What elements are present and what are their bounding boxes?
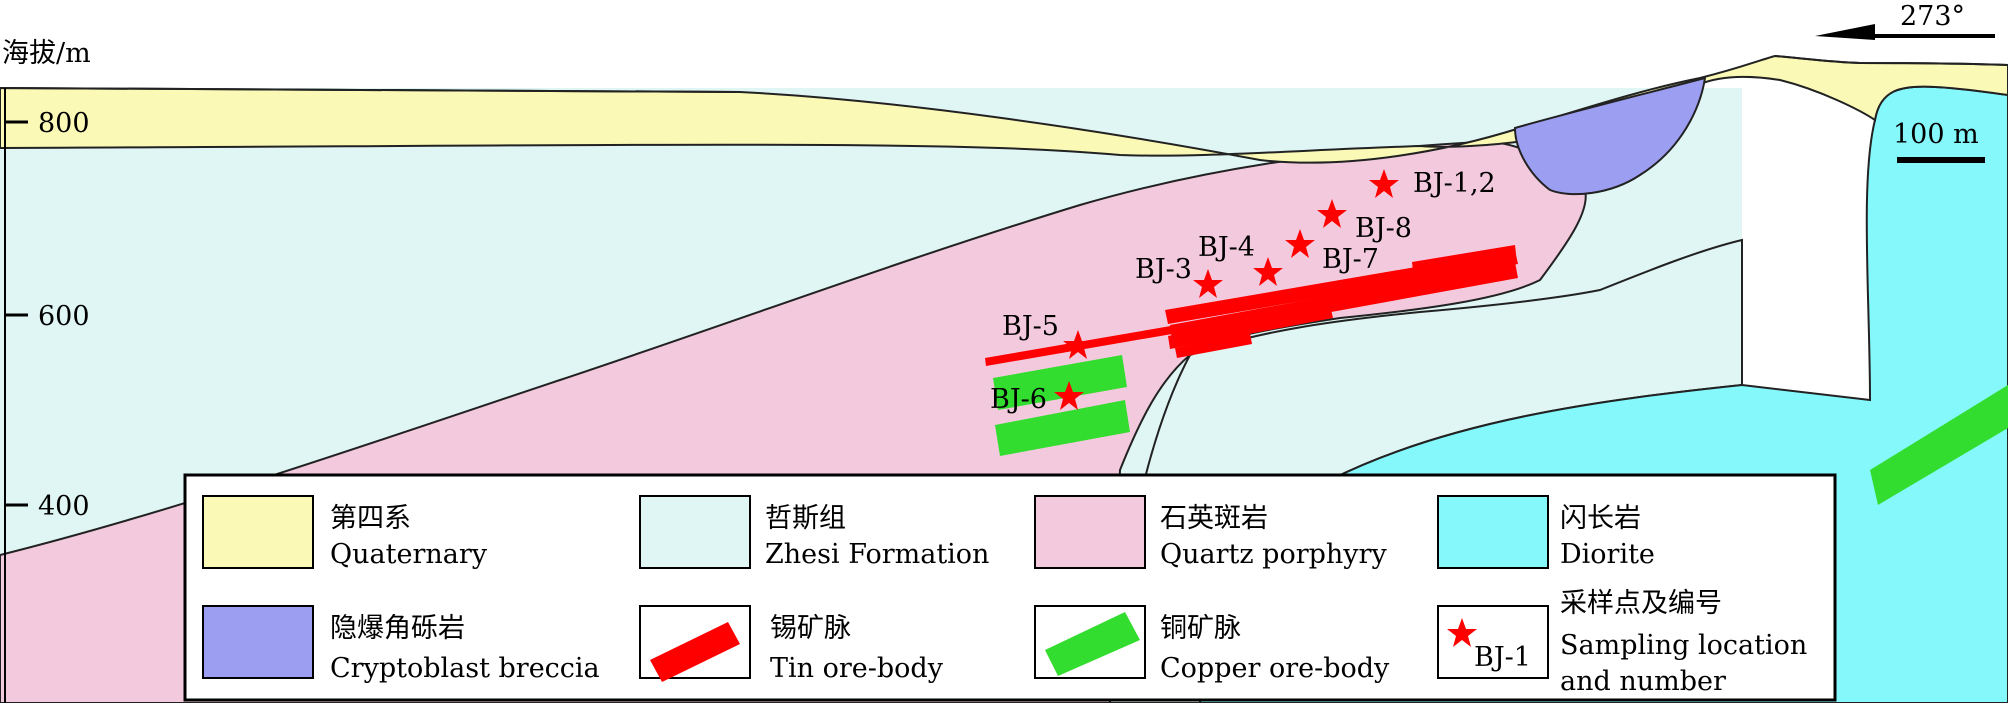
legend-tin-vein-icon xyxy=(650,622,740,682)
tick-label-600: 600 xyxy=(38,301,90,332)
quaternary-cover xyxy=(0,54,2008,164)
legend-sample-star-icon xyxy=(1447,618,1477,647)
orientation-label: 273° xyxy=(1900,1,1965,32)
legend-zhesi-cn: 哲斯组 xyxy=(765,503,846,534)
copper-vein-1 xyxy=(993,355,1127,410)
legend-sample-marker: BJ-1 xyxy=(1474,642,1531,673)
sample-label-bj-5: BJ-5 xyxy=(1002,311,1059,342)
scale-bar-label: 100 m xyxy=(1893,119,1979,150)
legend-swatch-quartz-porphyry xyxy=(1034,495,1146,569)
sample-label-bj-3: BJ-3 xyxy=(1135,254,1192,285)
legend-swatch-diorite xyxy=(1437,495,1549,569)
copper-vein-2 xyxy=(995,400,1130,456)
star-bj-6 xyxy=(1054,381,1084,410)
star-bj-1-2 xyxy=(1369,169,1399,198)
tin-vein-6 xyxy=(1412,245,1516,271)
axis-title: 海拔/m xyxy=(2,38,91,69)
tin-ore-bodies xyxy=(985,245,1518,366)
legend-copper-en: Copper ore-body xyxy=(1160,653,1390,684)
sample-stars xyxy=(1054,169,1399,410)
sample-label-bj-7: BJ-7 xyxy=(1322,244,1379,275)
legend-copper-vein-icon xyxy=(1045,612,1140,676)
legend-sample-en2: and number xyxy=(1560,666,1726,697)
legend-diorite-cn: 闪长岩 xyxy=(1560,503,1641,534)
legend-zhesi-en: Zhesi Formation xyxy=(765,539,989,570)
legend-breccia-cn: 隐爆角砾岩 xyxy=(330,613,465,644)
legend-frame xyxy=(183,473,1837,702)
sample-label-bj-1-2: BJ-1,2 xyxy=(1413,168,1496,199)
star-bj-4 xyxy=(1253,257,1283,286)
legend-swatch-zhesi xyxy=(639,495,751,569)
copper-vein-3 xyxy=(1870,385,2008,505)
star-bj-3 xyxy=(1193,269,1223,298)
legend-breccia-en: Cryptoblast breccia xyxy=(330,653,600,684)
star-bj-8 xyxy=(1317,199,1347,228)
legend: 第四系 Quaternary 哲斯组 Zhesi Formation 石英斑岩 … xyxy=(183,473,1837,702)
sample-label-bj-6: BJ-6 xyxy=(990,384,1047,415)
tick-label-800: 800 xyxy=(38,108,90,139)
legend-quaternary-cn: 第四系 xyxy=(330,503,411,534)
legend-sample-en1: Sampling location xyxy=(1560,630,1807,661)
copper-ore-bodies xyxy=(993,355,2008,505)
orientation-arrow-icon xyxy=(1815,24,1995,40)
star-bj-5 xyxy=(1063,330,1093,359)
legend-swatch-breccia xyxy=(202,605,314,679)
star-bj-7 xyxy=(1285,229,1315,258)
legend-quartz-porphyry-cn: 石英斑岩 xyxy=(1160,503,1268,534)
tin-vein-5 xyxy=(1175,333,1252,358)
tin-vein-2 xyxy=(1165,250,1518,324)
legend-diorite-en: Diorite xyxy=(1560,539,1655,570)
legend-tin-cn: 锡矿脉 xyxy=(770,613,851,644)
legend-swatch-quaternary xyxy=(202,495,314,569)
tin-vein-4 xyxy=(1168,305,1333,349)
legend-copper-cn: 铜矿脉 xyxy=(1160,613,1241,644)
tick-label-400: 400 xyxy=(38,491,90,522)
cryptoblast-breccia xyxy=(1513,76,1707,196)
sample-label-bj-8: BJ-8 xyxy=(1355,213,1412,244)
sample-label-bj-4: BJ-4 xyxy=(1198,232,1255,263)
legend-sample-cn: 采样点及编号 xyxy=(1560,588,1722,619)
legend-tin-en: Tin ore-body xyxy=(770,653,944,684)
legend-quartz-porphyry-en: Quartz porphyry xyxy=(1160,539,1387,570)
legend-quaternary-en: Quaternary xyxy=(330,539,488,570)
topographic-surface xyxy=(0,55,2008,93)
